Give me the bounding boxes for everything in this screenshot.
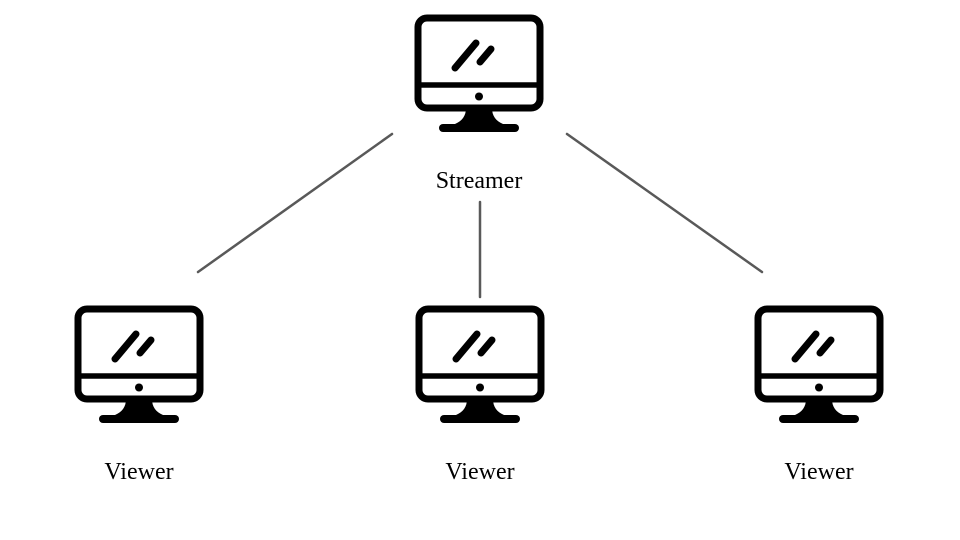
desktop-computer-icon xyxy=(74,305,204,423)
node-streamer: Streamer xyxy=(379,14,579,194)
node-label-streamer: Streamer xyxy=(435,168,523,194)
desktop-computer-icon xyxy=(414,14,544,132)
desktop-computer-icon xyxy=(754,305,884,423)
node-viewer-center: Viewer xyxy=(380,305,580,485)
node-label-viewer-right: Viewer xyxy=(784,459,854,485)
node-viewer-left: Viewer xyxy=(39,305,239,485)
edge-streamer-to-viewer-right xyxy=(565,132,764,274)
edge-streamer-to-viewer-left xyxy=(196,132,394,274)
desktop-computer-icon xyxy=(415,305,545,423)
node-viewer-right: Viewer xyxy=(719,305,919,485)
node-label-viewer-left: Viewer xyxy=(104,459,174,485)
node-label-viewer-center: Viewer xyxy=(445,459,515,485)
